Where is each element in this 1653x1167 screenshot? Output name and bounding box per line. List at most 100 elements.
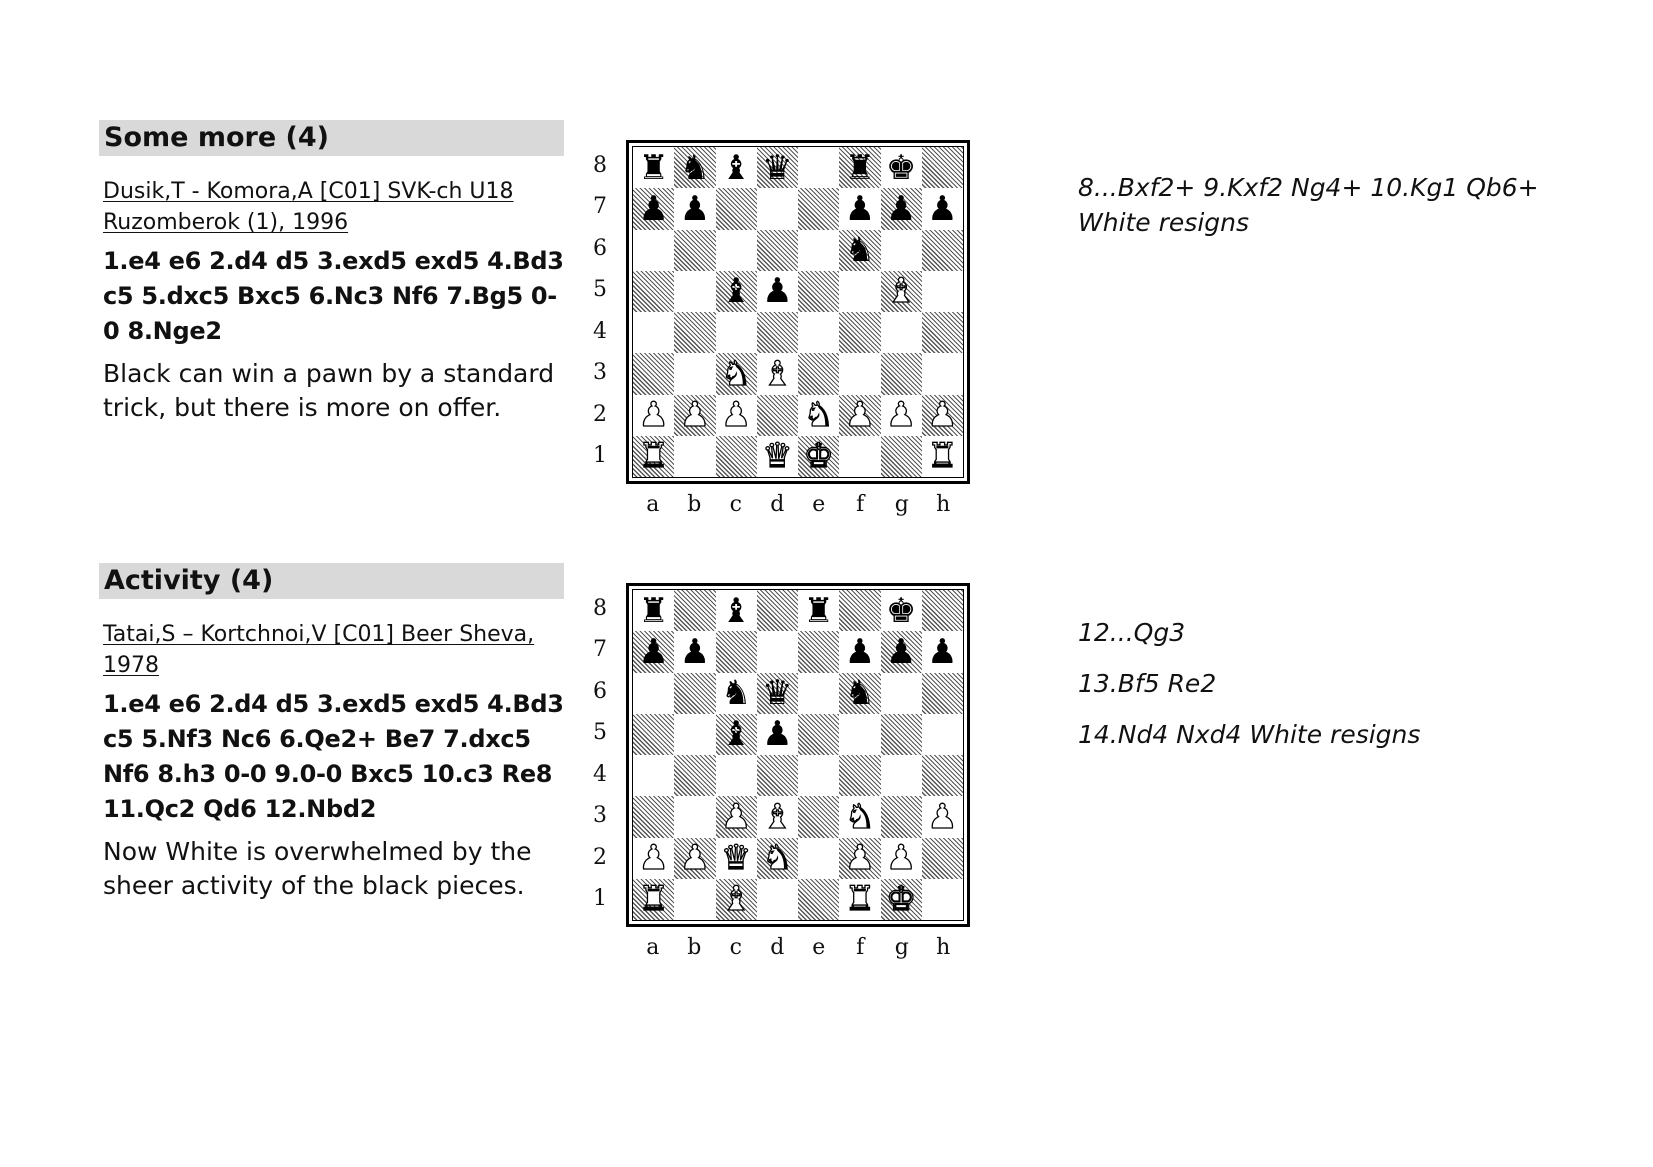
board-square bbox=[880, 353, 922, 395]
board-square bbox=[633, 270, 675, 312]
board-square bbox=[839, 353, 880, 394]
board-square bbox=[798, 673, 839, 714]
board-square bbox=[881, 755, 922, 796]
rank-label: 8 bbox=[593, 152, 607, 178]
board-square: ♟ bbox=[633, 188, 675, 230]
board-square: ♞ bbox=[715, 353, 757, 395]
board-square bbox=[756, 312, 798, 354]
board-square bbox=[921, 672, 963, 714]
black-pawn-icon: ♟ bbox=[679, 631, 711, 672]
white-rook-icon: ♜ bbox=[844, 879, 876, 920]
board-square bbox=[839, 714, 880, 755]
file-label: e bbox=[812, 935, 826, 960]
board-square: ♜ bbox=[633, 435, 675, 477]
black-rook-icon: ♜ bbox=[844, 147, 876, 188]
solution-notes: 8...Bxf2+ 9.Kxf2 Ng4+ 10.Kg1 Qb6+ White … bbox=[1078, 170, 1578, 240]
white-pawn-icon: ♟ bbox=[679, 838, 711, 879]
black-king-icon: ♚ bbox=[885, 147, 917, 188]
white-knight-icon: ♞ bbox=[803, 395, 835, 436]
board-square: ♟ bbox=[839, 631, 880, 672]
board-square: ♟ bbox=[757, 271, 798, 312]
board-square: ♚ bbox=[881, 147, 922, 188]
board-square bbox=[674, 714, 715, 755]
board-square bbox=[798, 755, 839, 796]
board-square: ♝ bbox=[757, 353, 798, 394]
board-square bbox=[633, 312, 674, 353]
board-square bbox=[757, 879, 798, 920]
board-square bbox=[798, 147, 839, 188]
white-rook-icon: ♜ bbox=[638, 436, 670, 477]
board-square: ♟ bbox=[921, 394, 963, 436]
board-square: ♛ bbox=[716, 838, 757, 879]
board-square bbox=[922, 714, 963, 755]
position-comment: Black can win a pawn by a standard trick… bbox=[103, 359, 555, 422]
game-source: Dusik,T - Komora,A [C01] SVK-ch U18 Ruzo… bbox=[103, 179, 514, 235]
board-square: ♜ bbox=[633, 590, 674, 631]
board-square bbox=[839, 312, 881, 354]
black-rook-icon: ♜ bbox=[803, 590, 834, 631]
board-square: ♝ bbox=[716, 590, 757, 631]
black-pawn-icon: ♟ bbox=[885, 631, 917, 672]
black-rook-icon: ♜ bbox=[638, 147, 669, 188]
board-square bbox=[674, 229, 716, 271]
board-square bbox=[798, 838, 839, 879]
board-grid: ♜♝♜♚♟♟♟♟♟♞♛♞♝♟♟♝♞♟♟♟♛♞♟♟♜♝♜♚ bbox=[632, 589, 964, 921]
black-queen-icon: ♛ bbox=[762, 673, 793, 714]
board-square bbox=[674, 312, 716, 354]
game-moves: 1.e4 e6 2.d4 d5 3.exd5 exd5 4.Bd3 c5 5.d… bbox=[103, 247, 564, 345]
section-title: Some more (4) bbox=[99, 120, 564, 156]
board-square bbox=[921, 312, 963, 354]
board-square: ♞ bbox=[716, 673, 757, 714]
board-square: ♚ bbox=[880, 878, 922, 920]
file-label: c bbox=[729, 492, 742, 517]
board-square bbox=[921, 229, 963, 271]
board-square bbox=[633, 673, 674, 714]
board-square: ♞ bbox=[756, 837, 798, 879]
board-square: ♝ bbox=[757, 796, 798, 837]
rank-label: 3 bbox=[593, 803, 607, 829]
file-label: a bbox=[646, 492, 660, 517]
board-square bbox=[921, 590, 963, 632]
file-label: g bbox=[894, 492, 909, 517]
file-label: f bbox=[856, 492, 865, 517]
rank-label: 6 bbox=[593, 678, 607, 704]
board-square: ♟ bbox=[880, 188, 922, 230]
board-square bbox=[715, 188, 757, 230]
file-label: h bbox=[936, 492, 951, 517]
board-square bbox=[674, 755, 716, 797]
white-rook-icon: ♜ bbox=[638, 879, 670, 920]
black-knight-icon: ♞ bbox=[720, 673, 752, 714]
board-square bbox=[798, 312, 839, 353]
board-square: ♟ bbox=[922, 631, 963, 672]
board-square bbox=[633, 755, 674, 796]
board-square: ♟ bbox=[633, 838, 674, 879]
board-square bbox=[839, 271, 880, 312]
rank-label: 1 bbox=[593, 443, 607, 469]
board-square: ♞ bbox=[839, 229, 881, 271]
black-knight-icon: ♞ bbox=[679, 147, 711, 188]
board-square: ♟ bbox=[839, 394, 881, 436]
rank-label: 5 bbox=[593, 277, 607, 303]
board-square bbox=[798, 353, 840, 395]
board-square bbox=[880, 435, 922, 477]
board-square: ♟ bbox=[633, 631, 675, 673]
rank-label: 3 bbox=[593, 360, 607, 386]
board-square: ♟ bbox=[757, 714, 798, 755]
black-knight-icon: ♞ bbox=[844, 230, 876, 271]
board-square: ♟ bbox=[716, 395, 757, 436]
black-pawn-icon: ♟ bbox=[638, 631, 669, 672]
board-square: ♟ bbox=[674, 394, 716, 436]
white-king-icon: ♚ bbox=[803, 436, 835, 477]
rank-label: 4 bbox=[593, 318, 607, 344]
black-queen-icon: ♛ bbox=[762, 147, 793, 188]
file-label: a bbox=[646, 935, 660, 960]
board-square: ♟ bbox=[839, 837, 881, 879]
board-square bbox=[922, 353, 963, 394]
board-square bbox=[716, 230, 757, 271]
white-knight-icon: ♞ bbox=[844, 796, 876, 837]
board-square bbox=[839, 436, 880, 477]
section-title: Activity (4) bbox=[99, 563, 564, 599]
board-square: ♟ bbox=[633, 395, 674, 436]
board-square bbox=[674, 436, 715, 477]
board-square: ♟ bbox=[922, 796, 963, 837]
